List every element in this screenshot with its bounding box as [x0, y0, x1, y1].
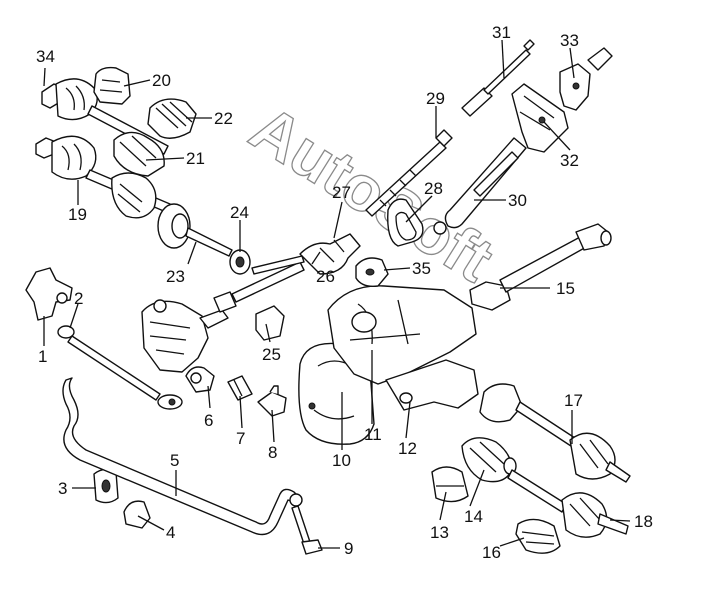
part-1-steering-arm	[25, 267, 73, 321]
part-8-ball-joint	[257, 385, 287, 417]
part-35-mount	[355, 257, 389, 288]
part-13-bush	[431, 466, 469, 503]
callout-3: 3	[58, 479, 67, 498]
callout-19: 19	[68, 205, 87, 224]
callout-17: 17	[564, 391, 583, 410]
callout-1: 1	[38, 347, 47, 366]
callout-14: 14	[464, 507, 483, 526]
callout-24: 24	[230, 203, 249, 222]
part-4-clamp	[123, 500, 151, 529]
callout-27: 27	[332, 183, 351, 202]
callout-15: 15	[556, 279, 575, 298]
callout-5: 5	[170, 451, 179, 470]
callout-13: 13	[430, 523, 449, 542]
callout-31: 31	[492, 23, 511, 42]
part-7-bushing	[227, 375, 253, 401]
part-22-bellows	[147, 98, 197, 139]
callout-12: 12	[398, 439, 417, 458]
callout-9: 9	[344, 539, 353, 558]
part-15-prop-shaft	[469, 223, 612, 311]
part-33-lock	[559, 47, 613, 111]
callout-25: 25	[262, 345, 281, 364]
part-18-drive-shaft	[461, 437, 629, 538]
part-3-bush	[93, 468, 119, 504]
callout-33: 33	[560, 31, 579, 50]
leader-lines	[43, 39, 631, 549]
part-25-bush	[255, 305, 285, 341]
callout-20: 20	[152, 71, 171, 90]
callout-21: 21	[186, 149, 205, 168]
part-19-drive-shaft	[35, 131, 171, 219]
callout-22: 22	[214, 109, 233, 128]
part-steering-box	[141, 299, 229, 373]
callout-28: 28	[424, 179, 443, 198]
callout-16: 16	[482, 543, 501, 562]
part-9-link	[289, 493, 323, 555]
callout-8: 8	[268, 443, 277, 462]
part-20-boot	[93, 66, 131, 105]
callout-35: 35	[412, 259, 431, 278]
part-32-bracket	[511, 83, 569, 153]
callout-2: 2	[74, 289, 83, 308]
part-29-column-shaft	[365, 129, 453, 217]
callout-7: 7	[236, 429, 245, 448]
part-11-differential	[327, 285, 477, 385]
callout-26: 26	[316, 267, 335, 286]
part-27-steering-joint	[213, 233, 361, 313]
callout-29: 29	[426, 89, 445, 108]
part-5-stabilizer-bar	[62, 377, 299, 536]
part-17-drive-shaft	[479, 383, 631, 483]
callout-18: 18	[634, 512, 653, 531]
part-23-hub	[157, 203, 251, 275]
part-28-gasket	[387, 198, 447, 247]
part-31-shaft	[461, 39, 535, 117]
callout-11: 11	[364, 425, 382, 444]
callout-32: 32	[560, 151, 579, 170]
callout-10: 10	[332, 451, 351, 470]
part-2-tie-rod	[57, 325, 183, 410]
part-30-column-tube	[444, 137, 527, 229]
part-16-boot	[515, 518, 561, 554]
callout-23: 23	[166, 267, 185, 286]
callout-6: 6	[204, 411, 213, 430]
callout-4: 4	[166, 523, 175, 542]
callout-34: 34	[36, 47, 55, 66]
callout-labels: 34 20 22 21 19 23 24 1 2 3 4 5 9 6 7 8 1…	[36, 23, 653, 562]
callout-30: 30	[508, 191, 527, 210]
part-6-ball-joint	[185, 366, 215, 393]
